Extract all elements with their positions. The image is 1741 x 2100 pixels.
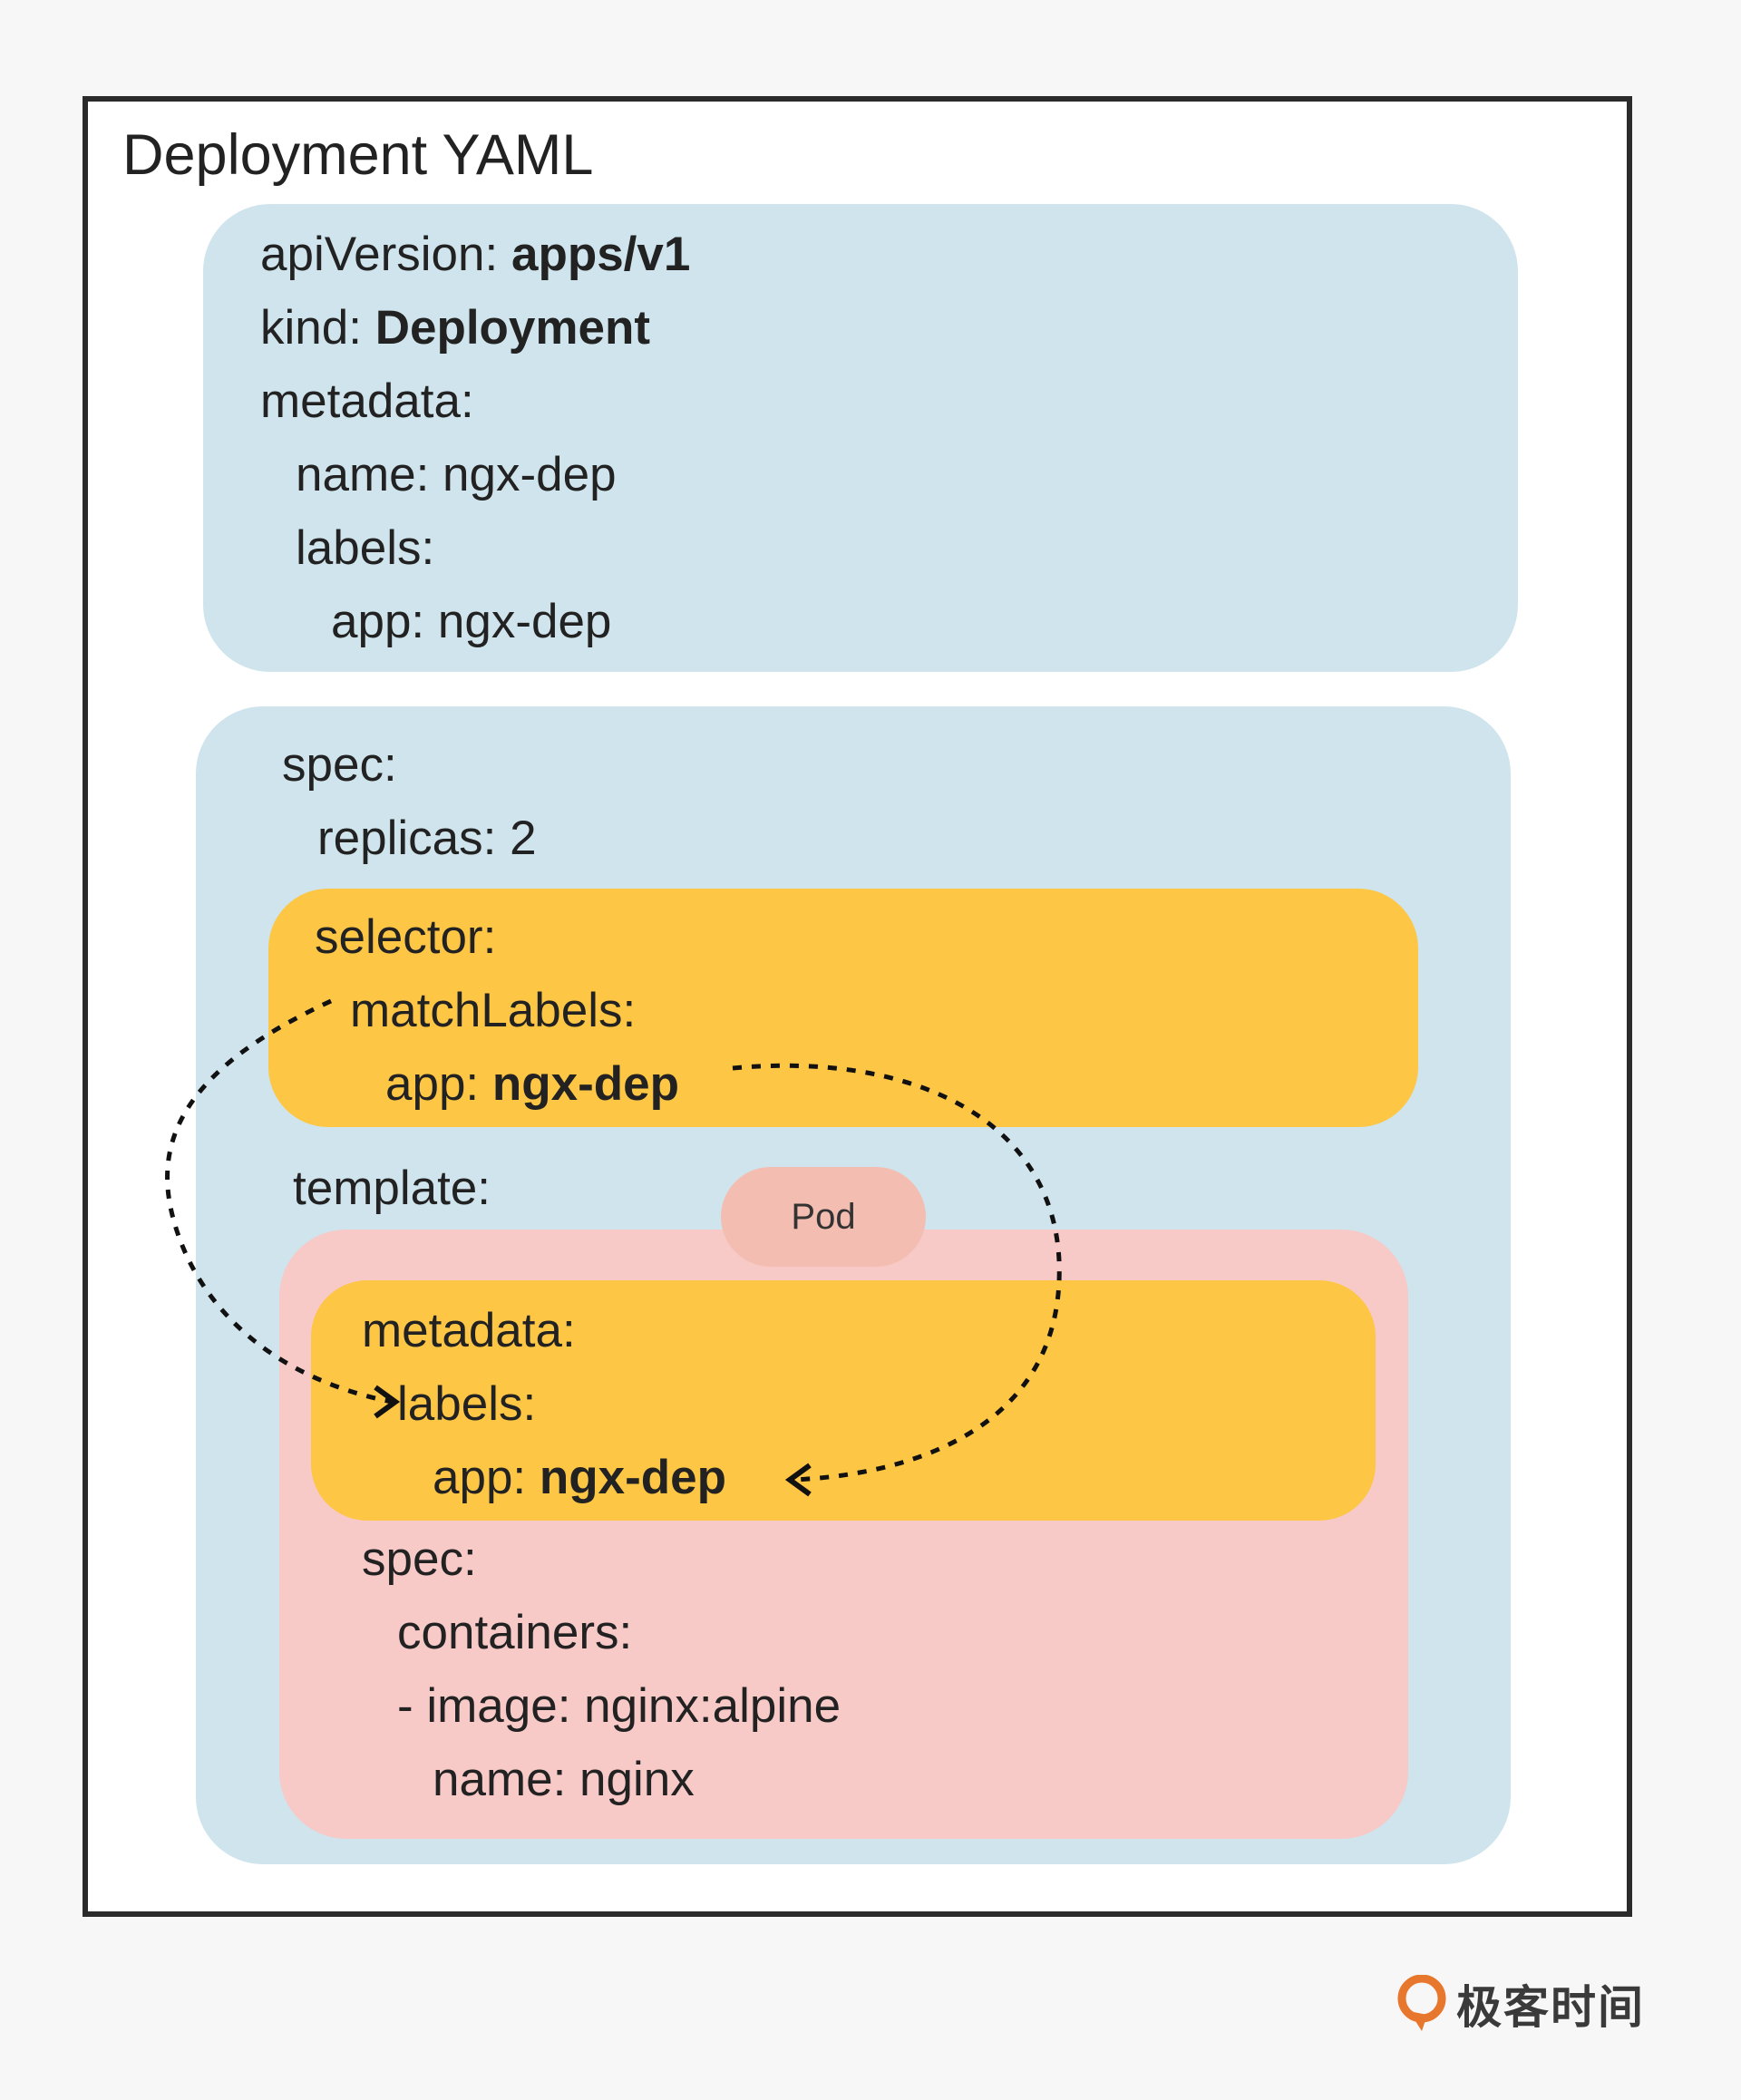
kind-key: kind: — [260, 301, 375, 355]
selector-app-line: app: ngx-dep — [385, 1056, 679, 1113]
labels-line: labels: — [296, 521, 435, 575]
replicas-line: replicas: 2 — [317, 812, 537, 865]
pod-app-key: app: — [433, 1451, 540, 1504]
apiversion-value: apps/v1 — [511, 228, 691, 281]
kind-value: Deployment — [374, 301, 651, 355]
pod-app-line: app: ngx-dep — [433, 1450, 726, 1506]
pod-metadata-line: metadata: — [362, 1304, 576, 1357]
matchlabels-line: matchLabels: — [350, 984, 637, 1037]
geektime-logo-icon — [1397, 1975, 1446, 2031]
selector-app-key: app: — [385, 1057, 492, 1111]
geektime-logo-text: 极客时间 — [1456, 1982, 1645, 2033]
diagram-title: Deployment YAML — [122, 123, 594, 187]
pod-labels-line: labels: — [397, 1377, 537, 1431]
template-line: template: — [293, 1162, 491, 1215]
containers-line: containers: — [397, 1606, 633, 1659]
apiversion-line: apiVersion: apps/v1 — [260, 227, 690, 283]
container-name-line: name: nginx — [433, 1753, 695, 1806]
pod-spec-line: spec: — [362, 1532, 477, 1586]
pod-app-value: ngx-dep — [539, 1451, 726, 1504]
geektime-logo: 极客时间 — [1396, 1975, 1645, 2033]
selector-line: selector: — [315, 910, 497, 964]
metadata-block — [203, 204, 1518, 672]
image-line: - image: nginx:alpine — [397, 1679, 841, 1733]
metadata-line: metadata: — [260, 374, 474, 428]
selector-app-value: ngx-dep — [491, 1057, 679, 1111]
spec-line: spec: — [282, 738, 397, 792]
name-line: name: ngx-dep — [296, 448, 617, 501]
app-label-line: app: ngx-dep — [331, 595, 612, 648]
kind-line: kind: Deployment — [260, 300, 650, 356]
pod-badge: Pod — [721, 1167, 926, 1267]
apiversion-key: apiVersion: — [260, 228, 511, 281]
